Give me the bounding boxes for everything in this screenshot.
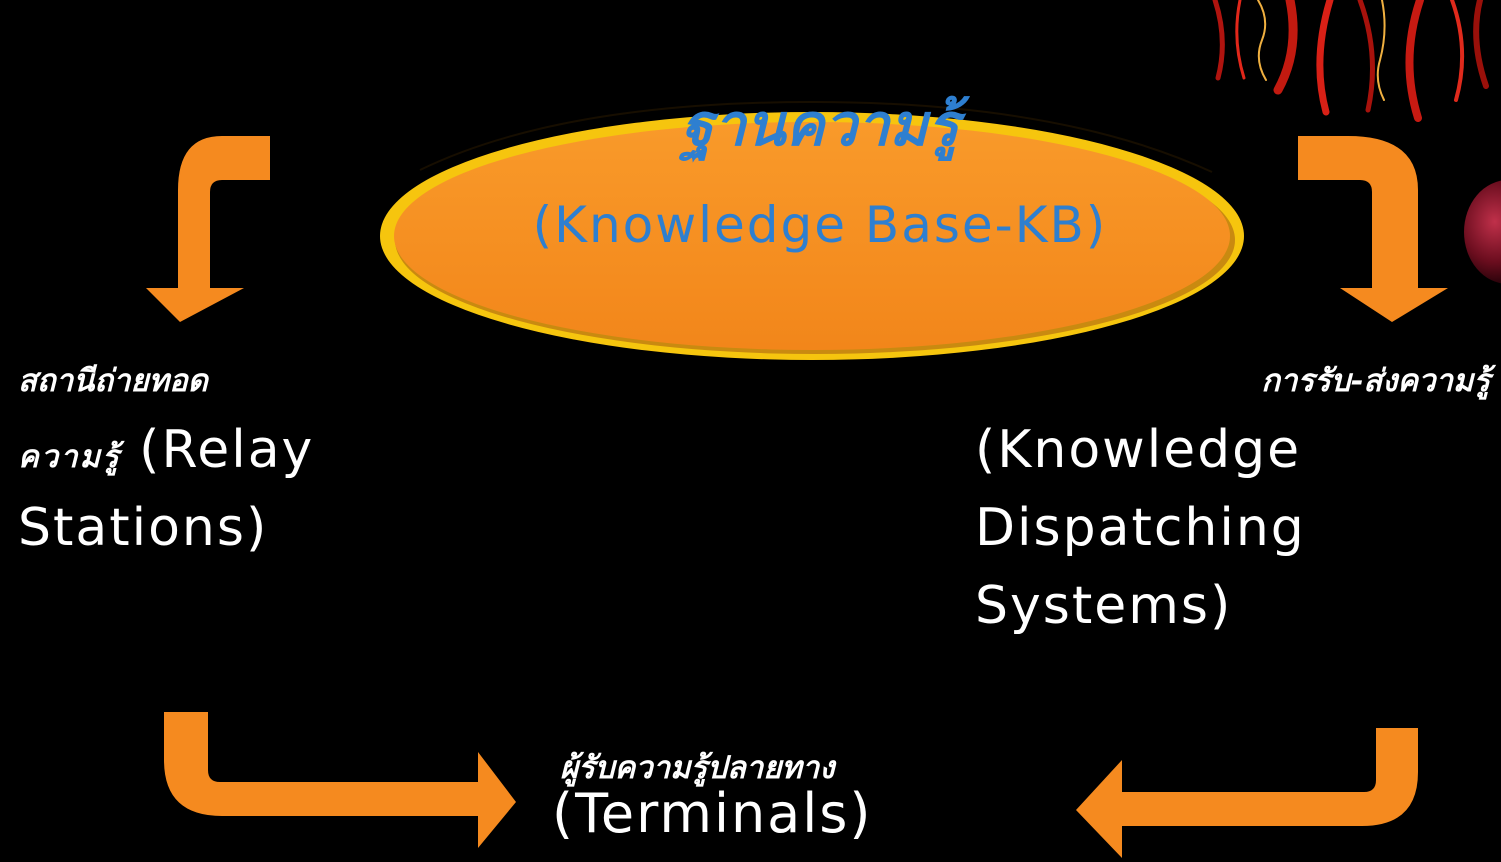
dispatching-english-2: Dispatching (975, 498, 1306, 558)
relay-stations-english-1: (Relay (139, 420, 315, 480)
dispatching-english-3: Systems) (975, 576, 1233, 636)
terminals-english: (Terminals) (552, 782, 873, 845)
relay-stations-english-2: Stations) (18, 498, 269, 558)
arrow-bottom-right (1076, 728, 1418, 858)
relay-stations-thai-2: ความรู้ (18, 439, 121, 475)
red-squiggle-ornament (1212, 0, 1489, 122)
dispatching-english-1: (Knowledge (975, 420, 1302, 480)
terminals-thai: ผู้รับความรู้ปลายทาง (560, 750, 835, 786)
knowledge-base-title-thai: ฐานความรู้ (681, 91, 959, 159)
arrow-top-left (146, 136, 270, 322)
relay-stations-thai: สถานีถ่ายทอด (18, 363, 208, 399)
knowledge-base-ellipse (380, 100, 1244, 360)
red-glow-orb (1464, 180, 1501, 284)
dispatching-thai: การรับ-ส่งความรู้ (1261, 363, 1490, 399)
knowledge-base-title-english: (Knowledge Base-KB) (532, 196, 1108, 254)
arrow-top-right (1298, 136, 1448, 322)
arrow-bottom-left (164, 712, 516, 848)
relay-stations-line-2: ความรู้ (Relay (18, 420, 314, 481)
